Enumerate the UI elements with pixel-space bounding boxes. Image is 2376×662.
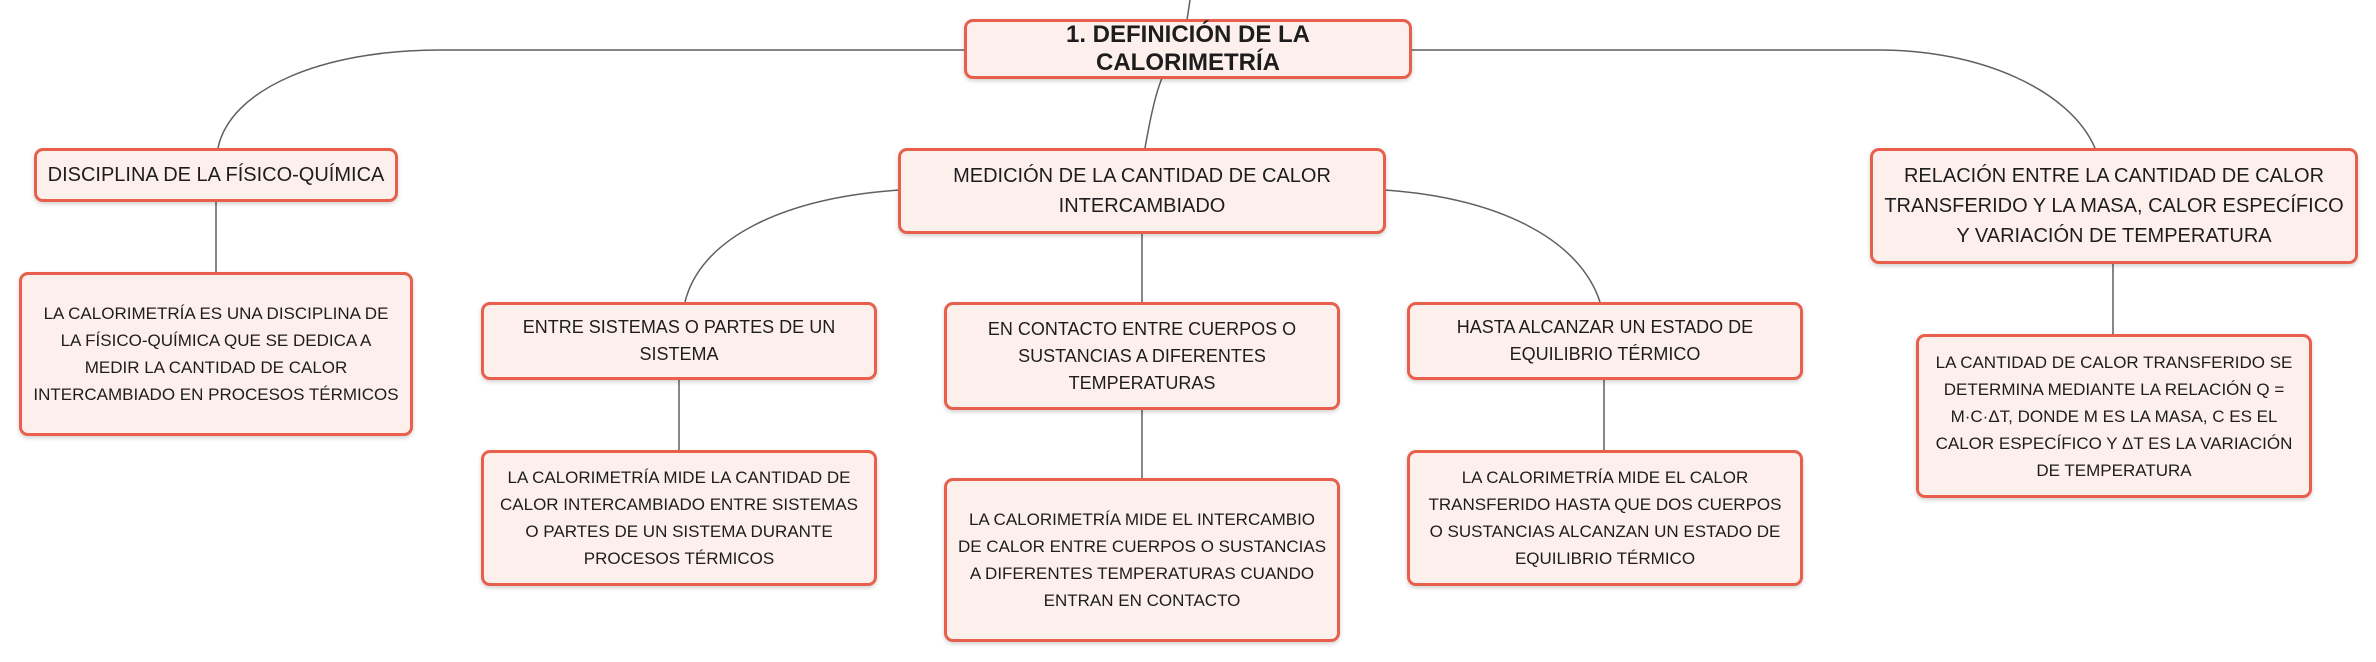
discipline-detail-node[interactable]: LA CALORIMETRÍA ES UNA DISCIPLINA DE LA … [19, 272, 413, 436]
connector-root-to-relacion [1410, 49, 2096, 149]
relacion-detail-node[interactable]: LA CANTIDAD DE CALOR TRANSFERIDO SE DETE… [1916, 334, 2312, 498]
branch-relacion-label: RELACIÓN ENTRE LA CANTIDAD DE CALOR TRAN… [1884, 165, 2344, 247]
equilibrio-detail-node[interactable]: LA CALORIMETRÍA MIDE EL CALOR TRANSFERID… [1407, 450, 1803, 586]
connector-root-to-discipline [217, 49, 964, 149]
connector-medicion-to-sistemas [684, 189, 901, 303]
branch-relacion-node[interactable]: RELACIÓN ENTRE LA CANTIDAD DE CALOR TRAN… [1870, 148, 2358, 264]
connector-root-to-medicion [1144, 77, 1163, 149]
discipline-detail-label: LA CALORIMETRÍA ES UNA DISCIPLINA DE LA … [33, 304, 399, 404]
relacion-detail-label: LA CANTIDAD DE CALOR TRANSFERIDO SE DETE… [1935, 352, 2293, 480]
sistemas-label: ENTRE SISTEMAS O PARTES DE UN SISTEMA [522, 317, 836, 364]
root-node[interactable]: 1. DEFINICIÓN DE LA CALORIMETRÍA [964, 19, 1412, 79]
branch-medicion-label: MEDICIÓN DE LA CANTIDAD DE CALOR INTERCA… [953, 165, 1331, 217]
contacto-label: EN CONTACTO ENTRE CUERPOS O SUSTANCIAS A… [987, 318, 1297, 393]
branch-discipline-node[interactable]: DISCIPLINA DE LA FÍSICO-QUÍMICA [34, 148, 398, 202]
root-label: 1. DEFINICIÓN DE LA CALORIMETRÍA [1065, 21, 1311, 76]
contacto-detail-label: LA CALORIMETRÍA MIDE EL INTERCAMBIO DE C… [957, 510, 1327, 610]
sistemas-node[interactable]: ENTRE SISTEMAS O PARTES DE UN SISTEMA [481, 302, 877, 380]
sistemas-detail-label: LA CALORIMETRÍA MIDE LA CANTIDAD DE CALO… [500, 468, 858, 568]
connector-medicion-to-equilibrio [1383, 189, 1601, 303]
contacto-detail-node[interactable]: LA CALORIMETRÍA MIDE EL INTERCAMBIO DE C… [944, 478, 1340, 642]
sistemas-detail-node[interactable]: LA CALORIMETRÍA MIDE LA CANTIDAD DE CALO… [481, 450, 877, 586]
connector-root-up [1186, 0, 1191, 21]
contacto-node[interactable]: EN CONTACTO ENTRE CUERPOS O SUSTANCIAS A… [944, 302, 1340, 410]
equilibrio-node[interactable]: HASTA ALCANZAR UN ESTADO DE EQUILIBRIO T… [1407, 302, 1803, 380]
equilibrio-detail-label: LA CALORIMETRÍA MIDE EL CALOR TRANSFERID… [1428, 468, 1782, 568]
branch-medicion-node[interactable]: MEDICIÓN DE LA CANTIDAD DE CALOR INTERCA… [898, 148, 1386, 234]
branch-discipline-label: DISCIPLINA DE LA FÍSICO-QUÍMICA [47, 164, 385, 186]
equilibrio-label: HASTA ALCANZAR UN ESTADO DE EQUILIBRIO T… [1456, 317, 1754, 364]
